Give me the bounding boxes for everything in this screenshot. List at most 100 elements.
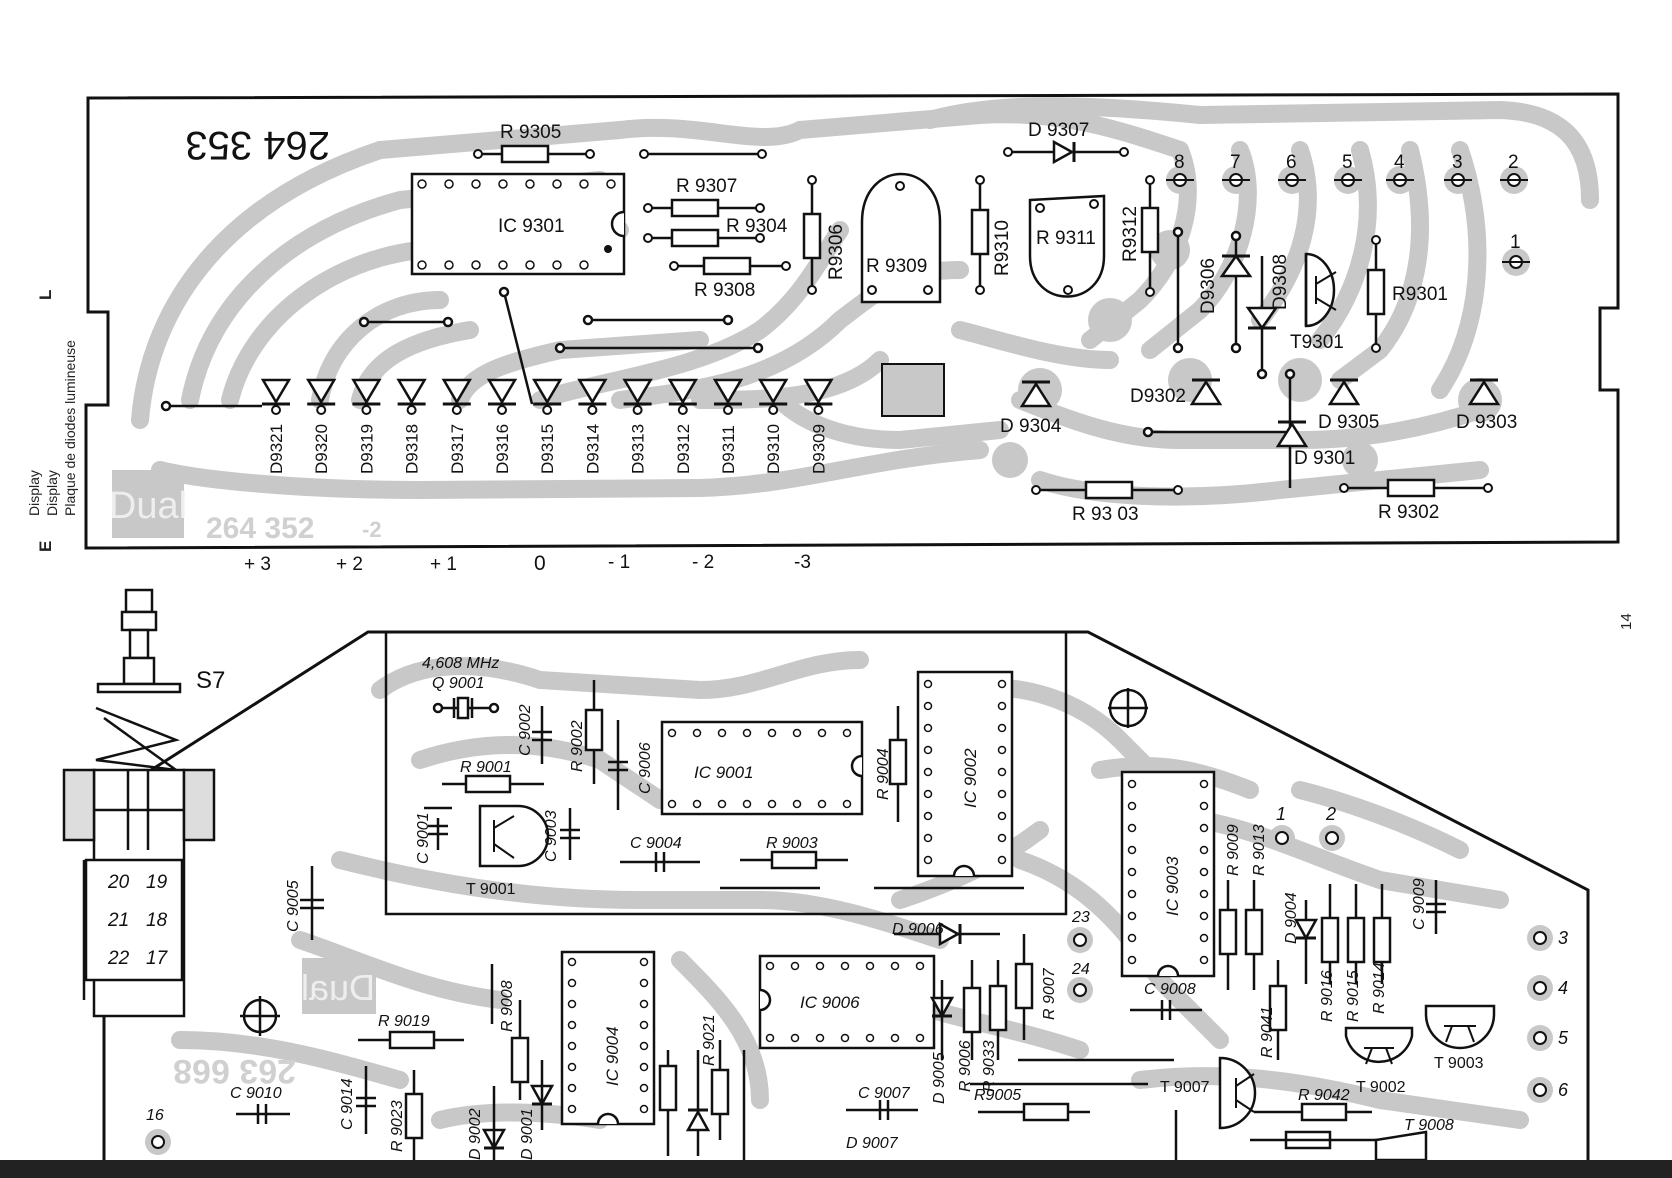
pin-1-main: 1 <box>1276 804 1286 824</box>
ic-pin <box>667 799 677 809</box>
ic-9001-label: IC 9001 <box>694 763 754 782</box>
pin-2-main: 2 <box>1325 804 1336 824</box>
switch-pin-19: 19 <box>146 872 168 893</box>
display-logo-block <box>112 470 184 538</box>
main-logo-mirrored: Dual <box>301 967 375 1008</box>
led-d9312: D9312 <box>667 378 698 474</box>
ic-pin <box>1199 933 1209 943</box>
ic-pin <box>742 799 752 809</box>
t9007-label: T 9007 <box>1160 1079 1210 1096</box>
display-pins <box>1166 166 1530 276</box>
t9001-label: T 9001 <box>466 881 516 898</box>
r9041-label: R 9041 <box>1259 1006 1276 1058</box>
ic-pin <box>1199 801 1209 811</box>
ic-pin <box>817 728 827 738</box>
r9003-label: R 9003 <box>766 835 818 852</box>
led-d9316: D9316 <box>486 378 518 474</box>
r9304-label: R 9304 <box>726 216 788 237</box>
ic-9301 <box>410 172 626 276</box>
r9305-label: R 9305 <box>500 122 561 143</box>
d9307-label: D 9307 <box>1028 120 1089 141</box>
d9303-label: D 9303 <box>1456 412 1517 433</box>
ic-pin <box>842 799 852 809</box>
pin-4: 4 <box>1394 152 1405 173</box>
led-label: D9319 <box>357 424 376 474</box>
led-d9317: D9317 <box>441 378 472 474</box>
ic-9301-pins <box>417 179 616 270</box>
pin-4-main: 4 <box>1558 978 1568 998</box>
ic-pin <box>1127 823 1137 833</box>
led-d9314: D9314 <box>577 378 608 474</box>
ic-pin <box>923 745 933 755</box>
r9005-label: R9005 <box>974 1087 1021 1104</box>
r9023-label: R 9023 <box>389 1100 406 1152</box>
r9021-label: R 9021 <box>701 1014 718 1066</box>
main-connector-pad-cores <box>151 831 1547 1149</box>
led-d9310: D9310 <box>758 378 789 474</box>
ic-pin <box>567 1062 577 1072</box>
t9003-label: T 9003 <box>1434 1055 1484 1072</box>
switch-s7[interactable] <box>62 588 216 1018</box>
ic-pin <box>767 799 777 809</box>
pin-2: 2 <box>1508 152 1519 173</box>
pin-1: 1 <box>1510 232 1521 253</box>
ic-pin <box>1127 779 1137 789</box>
pin-5: 5 <box>1342 152 1353 173</box>
led-label: D9318 <box>403 424 422 474</box>
d9306-symbol <box>1219 253 1253 278</box>
ic-pin <box>1199 911 1209 921</box>
display-right-diodes <box>1019 378 1501 448</box>
display-resistor-pads <box>473 149 1493 495</box>
ic-pin <box>1127 911 1137 921</box>
ic-pin <box>997 855 1007 865</box>
ic-pin <box>567 1104 577 1114</box>
crystal-frequency: 4,608 MHz <box>422 655 499 672</box>
led-label: D9309 <box>809 424 828 474</box>
ic-pin <box>567 957 577 967</box>
switch-pin-18: 18 <box>146 910 168 931</box>
ic-pin <box>1199 955 1209 965</box>
r9042-label: R 9042 <box>1298 1087 1350 1104</box>
ic-pin <box>997 833 1007 843</box>
ic-pin <box>815 1033 825 1043</box>
r9033-label: R 9033 <box>981 1040 998 1092</box>
ic-pin <box>692 799 702 809</box>
ic-pin <box>790 961 800 971</box>
ic-pin <box>792 799 802 809</box>
ic-pin <box>997 745 1007 755</box>
t9002-label: T 9002 <box>1356 1079 1406 1096</box>
r9312-label: R9312 <box>1120 206 1141 262</box>
d9004-label: D 9004 <box>1283 892 1300 944</box>
ic-pin <box>890 961 900 971</box>
led-label: D9313 <box>629 424 648 474</box>
c9002-label: C 9002 <box>517 704 534 756</box>
display-part-suffix: -2 <box>362 517 382 542</box>
ic-pin <box>1199 889 1209 899</box>
pin-7: 7 <box>1230 152 1241 173</box>
main-shield-box <box>384 630 1068 916</box>
c9003-label: C 9003 <box>543 810 560 862</box>
main-transistors <box>478 804 1496 1162</box>
c9001-label: C 9001 <box>415 812 432 864</box>
led-d9320: D9320 <box>306 378 337 474</box>
trimmer-r9309 <box>860 172 942 304</box>
scale-zero: 0 <box>534 552 546 575</box>
ic-pin <box>1127 845 1137 855</box>
r9303-label: R 93 03 <box>1072 504 1139 525</box>
led-d9309: D9309 <box>803 378 834 474</box>
r9311-label: R 9311 <box>1036 228 1096 249</box>
main-mounting-holes <box>240 688 1148 1036</box>
display-part-number: 264 352 <box>206 512 314 545</box>
ic-pin <box>567 999 577 1009</box>
ic-pin <box>717 799 727 809</box>
led-label: D9321 <box>267 424 286 474</box>
r9015-label: R 9015 <box>1345 970 1362 1022</box>
ic-pin <box>1199 823 1209 833</box>
led-label: D9315 <box>538 424 557 474</box>
ic-pin <box>790 1033 800 1043</box>
ic-pin <box>567 1020 577 1030</box>
r9302-label: R 9302 <box>1378 502 1439 523</box>
display-traces <box>131 97 1599 506</box>
display-part-number-mirrored: 264 353 <box>185 123 330 167</box>
r9008-label: R 9008 <box>499 980 516 1032</box>
